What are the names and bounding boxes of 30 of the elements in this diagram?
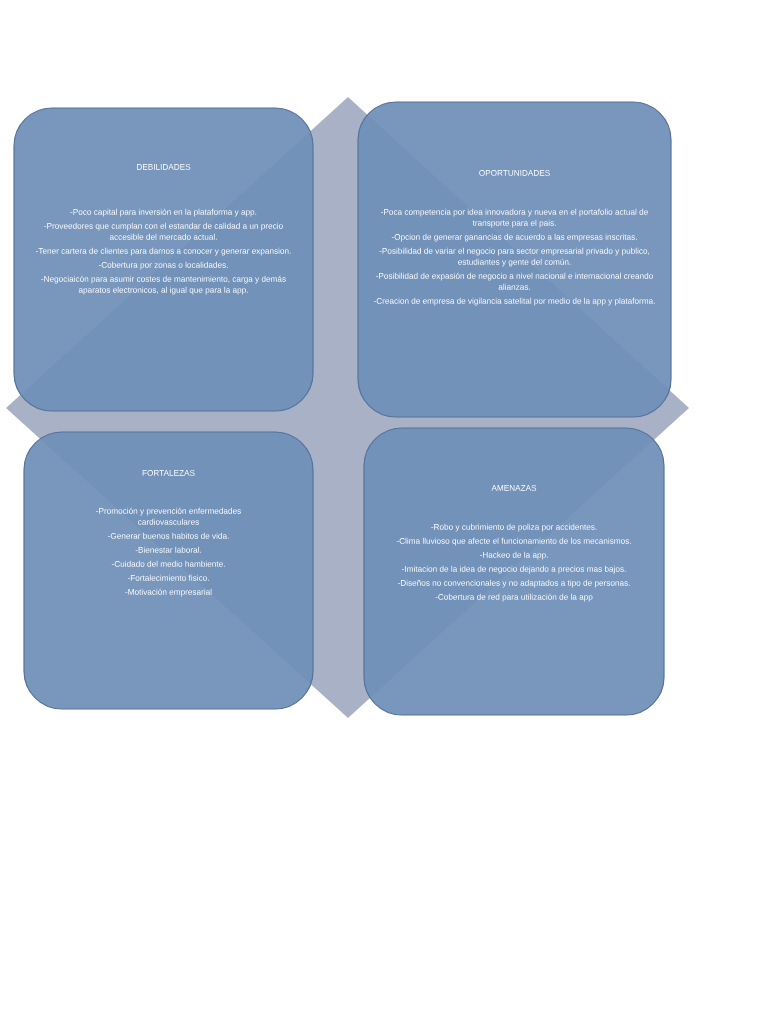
swot-box: [363, 427, 665, 716]
heading: DEBILIDADES: [137, 164, 191, 170]
list-item: -Generar buenos habitos de vida.: [108, 532, 229, 539]
list-item: -Poca competencia por idea innovadora y nueva en el portafolio actual de transporte para el pais.: [381, 208, 648, 228]
list-item: -Negociaicón para asumir costes de mantenimiento, carga y demás aparatos electronicos, al igual que para la app.: [41, 275, 286, 295]
heading: OPORTUNIDADES: [479, 170, 550, 176]
swot-box: [23, 431, 314, 710]
list-item: -Proveedores que cumplan con el estandar de calidad a un precio accesible del mercado actual.: [44, 222, 283, 240]
list-item: -Cuidado del medio hambiente.: [111, 560, 225, 567]
heading: FORTALEZAS: [142, 470, 195, 476]
list-item: -Cobertura por zonas o localidades.: [98, 261, 228, 270]
list-item: -Bienestar laboral.: [135, 546, 201, 553]
list-item: -Promoción y prevención enfermedades cardiovasculares: [96, 507, 241, 525]
list-item: -Posibilidad de variar el negocio para sector empresarial privado y publico, estudiantes y gente del común.: [379, 247, 650, 267]
list-item: -Opcion de generar ganancias de acuerdo a las empresas inscritas.: [391, 233, 637, 242]
list-item: -Creacion de empresa de vigilancia satelital por medio de la app y plataforma.: [373, 297, 655, 306]
list-item: -Imitacion de la idea de negocio dejando a precios mas bajos.: [402, 565, 626, 574]
list-item: -Tener cartera de clientes para darnos a conocer y generar expansion.: [36, 247, 291, 256]
list-item: -Robo y cubrimiento de poliza por accidentes.: [431, 523, 597, 532]
swot-box: [13, 107, 314, 412]
list-item: -Hackeo de la app.: [479, 551, 548, 560]
swot-box: [357, 101, 672, 418]
list-item: -Motivación empresarial: [125, 588, 212, 597]
list-item: -Diseños no convencionales y no adaptados a tipo de personas.: [397, 579, 630, 588]
heading: AMENAZAS: [491, 485, 537, 491]
list-item: -Posibilidad de expasión de negocio a nivel nacional e internacional creando alianzas.: [376, 272, 653, 290]
list-item: -Poco capital para inversión en la plataforma y app.: [70, 208, 257, 217]
list-item: -Clima lluvioso que afecte el funcionamiento de los mecanismos.: [396, 537, 631, 546]
list-item: -Cobertura de red para utilización de la app: [435, 593, 593, 602]
list-item: -Fortalecimiento fisico.: [127, 574, 209, 581]
